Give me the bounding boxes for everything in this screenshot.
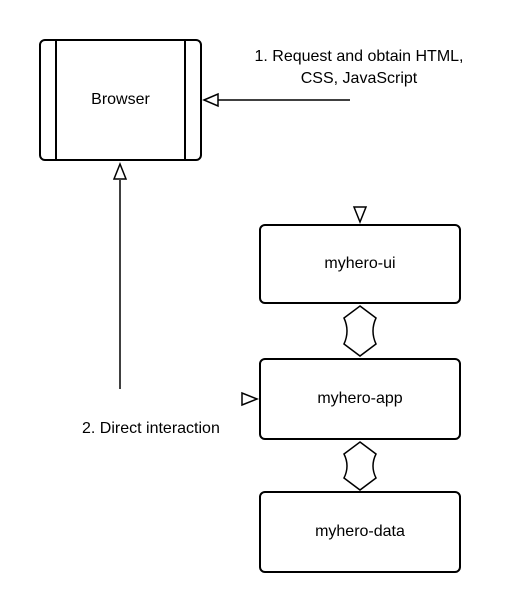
browser-right-rail (184, 41, 186, 159)
myhero-data-label: myhero-data (315, 523, 405, 540)
direct-interaction-label: 2. Direct interaction (82, 420, 220, 437)
browser-label: Browser (91, 91, 150, 108)
request-label-line-2: CSS, JavaScript (300, 70, 418, 87)
myhero-ui-label: myhero-ui (324, 255, 396, 272)
myhero-data-node: myhero-data (259, 491, 461, 573)
request-arrowhead-ui (352, 206, 368, 225)
browser-left-rail (55, 41, 57, 159)
browser-node: Browser (39, 39, 202, 161)
direct-arrowhead-browser (112, 161, 128, 180)
myhero-app-node: myhero-app (259, 358, 461, 440)
app-data-connector (343, 441, 377, 491)
myhero-ui-node: myhero-ui (259, 224, 461, 304)
myhero-app-label: myhero-app (317, 390, 403, 407)
request-label: 1. Request and obtain HTML, CSS, JavaScr… (241, 46, 477, 90)
direct-arrowhead-app (241, 391, 260, 407)
ui-app-connector (343, 305, 377, 357)
request-arrowhead-browser (202, 92, 219, 108)
request-label-line-1: 1. Request and obtain HTML, (254, 48, 464, 65)
